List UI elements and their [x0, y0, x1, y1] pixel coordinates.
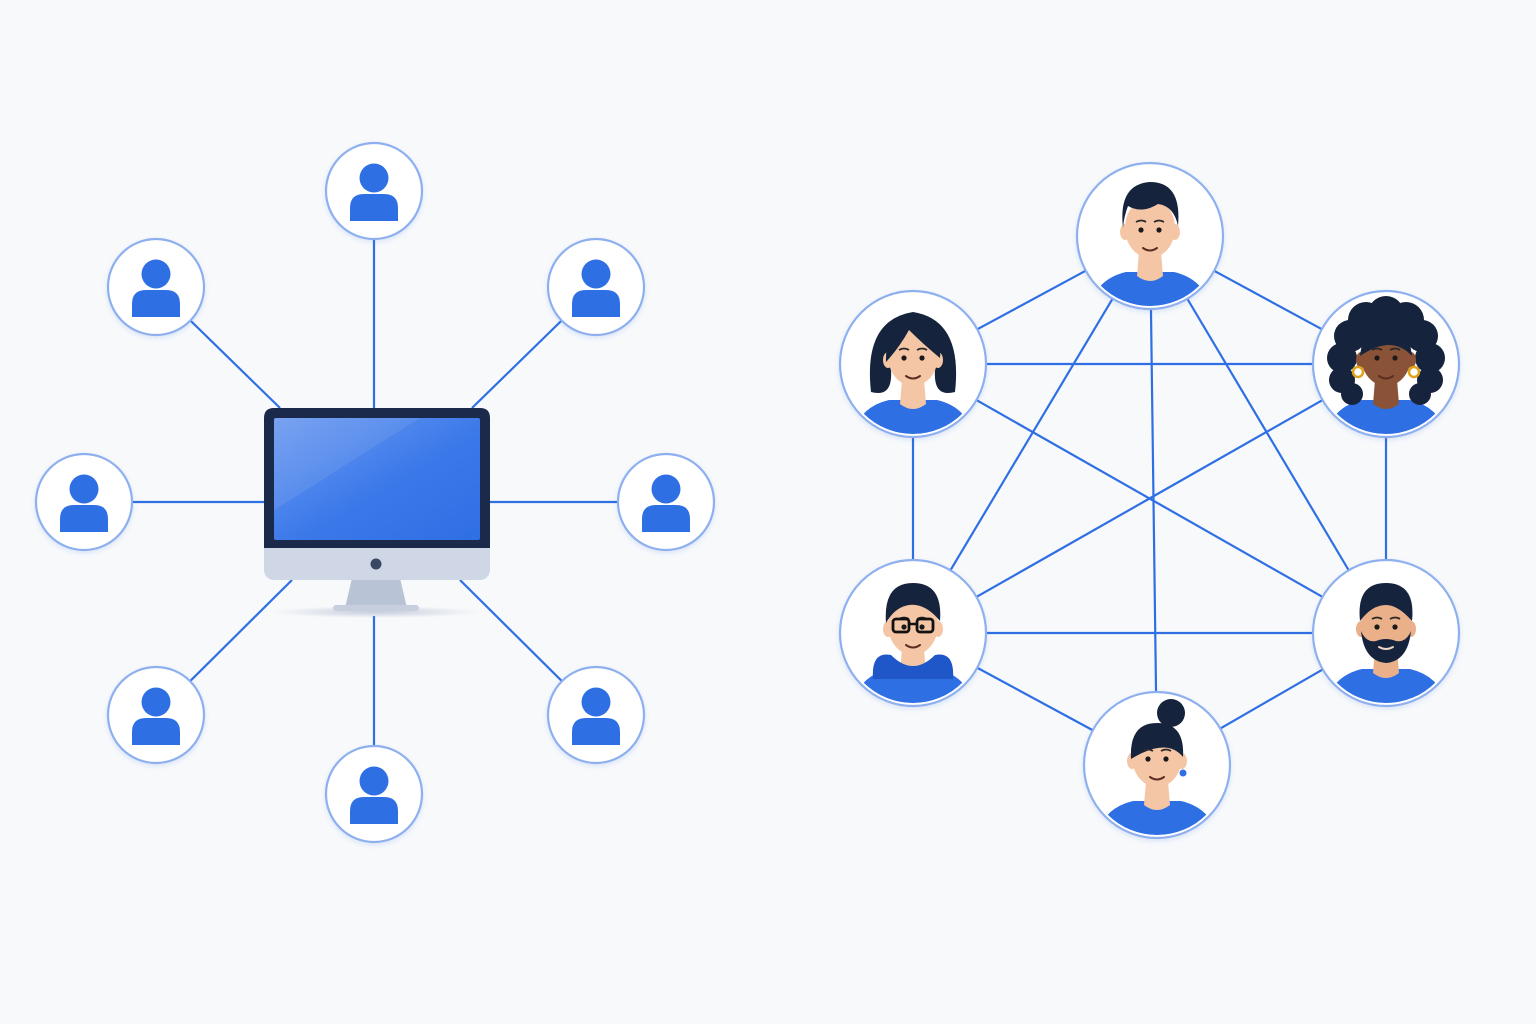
- peer-node-lower-right: [1311, 558, 1461, 708]
- peer-node-bottom: [1082, 690, 1232, 840]
- hub-link-bottom-left: [189, 579, 293, 682]
- user-node-bottom-right: [546, 665, 646, 765]
- peer-node-upper-right: [1311, 289, 1461, 439]
- user-node-top-right: [546, 237, 646, 337]
- beard-icon: [1361, 631, 1411, 663]
- user-icon: [60, 474, 108, 532]
- earring-icon: [1351, 365, 1365, 379]
- mesh-link-lower-left-bottom: [976, 666, 1094, 732]
- hoodie-icon: [872, 654, 954, 679]
- user-icon: [572, 259, 620, 317]
- user-node-top: [324, 141, 424, 241]
- user-node-right: [616, 452, 716, 552]
- mesh-link-upper-right-lower-left: [975, 399, 1324, 598]
- hub-link-top-right: [471, 319, 563, 409]
- user-icon: [132, 687, 180, 745]
- hair-bun-icon: [1157, 699, 1185, 727]
- peer-node-lower-left: [838, 558, 988, 708]
- user-node-bottom: [324, 744, 424, 844]
- mesh-link-top-upper-left: [976, 269, 1087, 331]
- user-icon: [350, 766, 398, 824]
- hub-link-bottom-right: [459, 579, 563, 682]
- peer-node-top: [1075, 161, 1225, 311]
- earring-icon: [1179, 769, 1187, 777]
- centralized-network: [34, 141, 716, 844]
- mesh-link-top-lower-left: [949, 298, 1114, 571]
- user-node-bottom-left: [106, 665, 206, 765]
- hub-link-top-left: [189, 319, 281, 409]
- mesh-link-lower-right-bottom: [1219, 668, 1324, 730]
- user-icon: [350, 163, 398, 221]
- user-icon: [642, 474, 690, 532]
- earring-icon: [1407, 365, 1421, 379]
- man-glasses-hoodie-avatar-icon: [851, 583, 975, 703]
- glasses-icon: [891, 617, 911, 634]
- hub-links: [132, 239, 618, 746]
- user-node-left: [34, 452, 134, 552]
- peer-nodes: [838, 161, 1461, 840]
- peer-node-upper-left: [838, 289, 988, 439]
- mesh-link-top-lower-right: [1186, 298, 1350, 571]
- desktop-computer-icon: [264, 408, 490, 618]
- user-icon: [572, 687, 620, 745]
- user-icon: [132, 259, 180, 317]
- mesh-links: [911, 269, 1388, 732]
- mesh-link-top-upper-right: [1213, 269, 1323, 331]
- user-nodes: [34, 141, 716, 844]
- peer-to-peer-mesh: [838, 161, 1461, 840]
- user-node-top-left: [106, 237, 206, 337]
